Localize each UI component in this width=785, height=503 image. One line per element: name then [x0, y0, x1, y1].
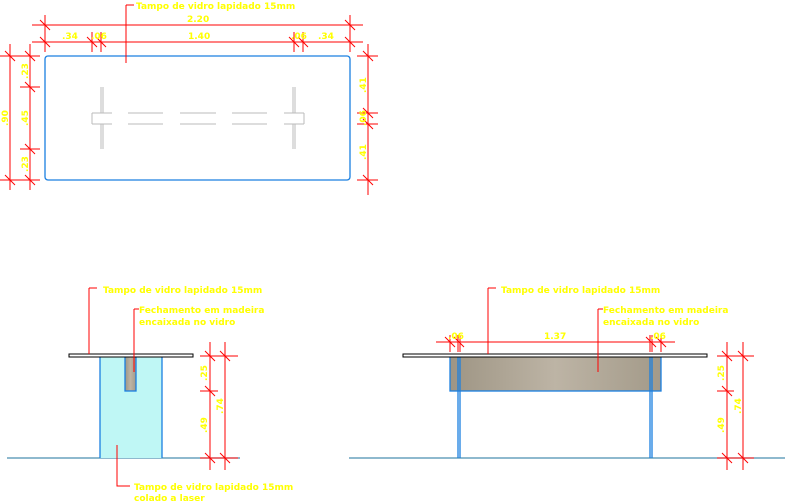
dim-right-bottom: .41 — [359, 144, 369, 160]
dimension-lines — [88, 287, 238, 487]
side-dim-lower: .49 — [200, 417, 210, 433]
front-dim-lower: .49 — [717, 417, 727, 433]
side-wood-label-1: Fechamento em madeira — [139, 306, 264, 316]
front-dim-between: 1.37 — [544, 332, 566, 342]
side-leg-label-1: Tampo de vidro lapidado 15mm — [134, 483, 293, 493]
front-dim-right-leg: .06 — [650, 332, 666, 342]
side-wood-label-2: encaixada no vidro — [139, 318, 235, 328]
side-view: Tampo de vidro lapidado 15mm Fechamento … — [7, 286, 293, 503]
dim-total-width: 2.20 — [187, 15, 209, 25]
front-dim-left-leg: .06 — [448, 332, 464, 342]
dim-total-depth: .90 — [1, 110, 11, 126]
leg-outlines — [91, 87, 305, 149]
front-wood-label-1: Fechamento em madeira — [603, 306, 728, 316]
side-dim-upper: .25 — [200, 365, 210, 381]
side-dim-total: .74 — [216, 398, 226, 414]
glass-top-outline — [44, 55, 351, 181]
glass-top — [68, 353, 194, 358]
dim-between-legs: 1.40 — [188, 32, 210, 42]
dim-left-overhang: .34 — [62, 32, 78, 42]
side-leg-label-2: colado a laser — [134, 494, 205, 503]
dim-left-top: .23 — [21, 63, 31, 79]
dim-right-leg: .06 — [291, 32, 307, 42]
front-dim-upper: .25 — [717, 365, 727, 381]
side-glass-label: Tampo de vidro lapidado 15mm — [103, 286, 262, 296]
dim-right-top: .41 — [359, 77, 369, 93]
dim-left-bottom: .23 — [21, 156, 31, 172]
dim-right-mid: .06 — [359, 110, 369, 126]
front-glass-label: Tampo de vidro lapidado 15mm — [501, 286, 660, 296]
front-dim-total: .74 — [734, 398, 744, 414]
plan-glass-label: Tampo de vidro lapidado 15mm — [136, 2, 295, 12]
wood-panel — [449, 355, 662, 392]
front-view: Tampo de vidro lapidado 15mm Fechamento … — [349, 286, 785, 470]
glass-top — [402, 353, 708, 358]
dim-left-mid: .45 — [21, 110, 31, 126]
front-wood-label-2: encaixada no vidro — [603, 318, 699, 328]
dim-right-overhang: .34 — [318, 32, 334, 42]
tick-marks — [4, 19, 374, 186]
dim-left-leg: .06 — [91, 32, 107, 42]
glass-legs — [457, 356, 653, 458]
plan-view: Tampo de vidro lapidado 15mm 2.20 .34 .0… — [0, 2, 378, 195]
